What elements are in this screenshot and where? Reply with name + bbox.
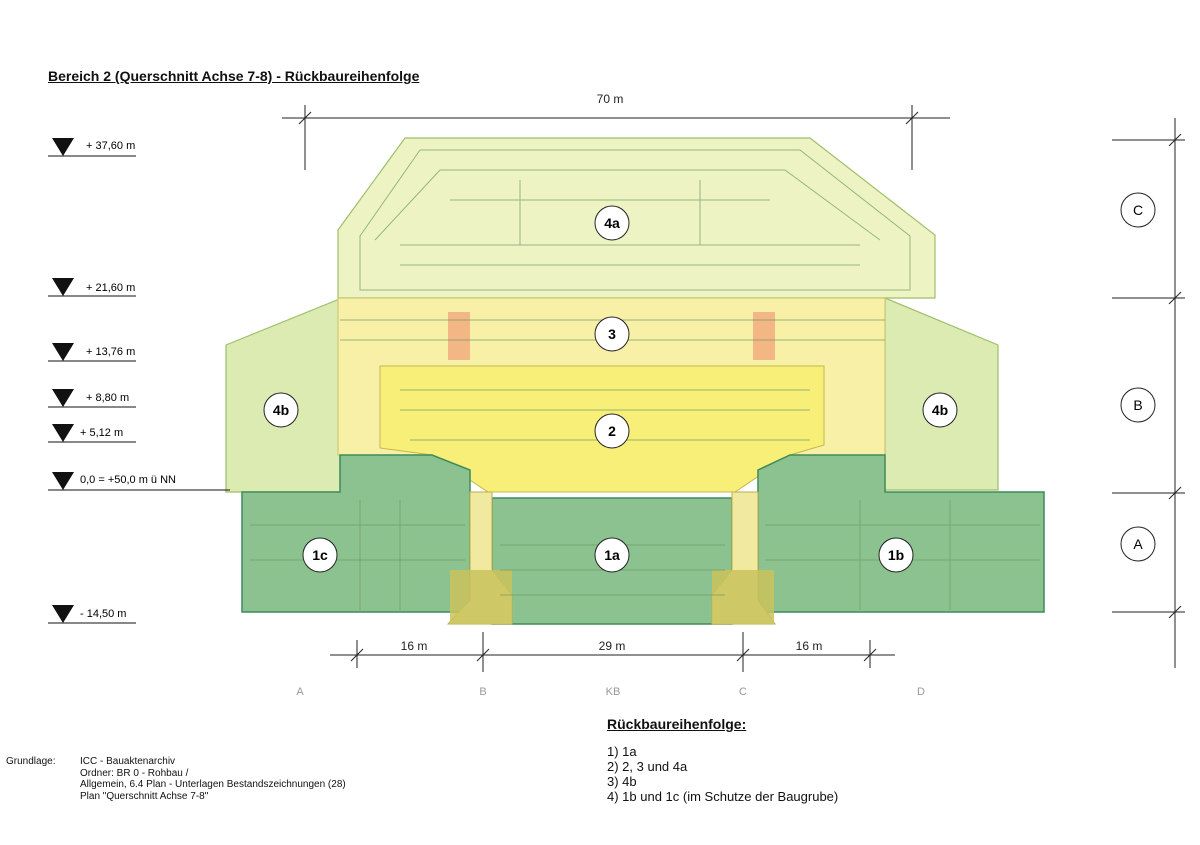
legend-title: Rückbaureihenfolge: <box>607 716 747 732</box>
accent-right <box>753 312 775 360</box>
zone-label-text: 4a <box>604 215 620 231</box>
axis-label-b: B <box>479 686 486 698</box>
support-right-base <box>712 570 774 624</box>
dimension-bottom-left: 16 m <box>401 639 428 653</box>
zone-label-text: 2 <box>608 423 616 439</box>
level-label: 0,0 = +50,0 m ü NN <box>80 474 176 486</box>
support-left-base <box>450 570 512 624</box>
zone-label-text: 4b <box>273 402 289 418</box>
legend-list: 1) 1a 2) 2, 3 und 4a 3) 4b 4) 1b und 1c … <box>607 744 838 804</box>
dimension-bottom-right: 16 m <box>796 639 823 653</box>
zone-label-1b: 1b <box>878 537 914 573</box>
axis-label-kb: KB <box>606 686 621 698</box>
source-lines: ICC - Bauaktenarchiv Ordner: BR 0 - Rohb… <box>80 756 346 802</box>
zone-label-1a: 1a <box>594 537 630 573</box>
level-label: + 5,12 m <box>80 427 123 439</box>
legend-item: 4) 1b und 1c (im Schutze der Baugrube) <box>607 789 839 804</box>
level-triangle-icon <box>52 424 74 442</box>
axis-label-a: A <box>296 686 304 698</box>
section-label: B <box>1133 397 1142 413</box>
level-marker-7: - 14,50 m <box>48 605 136 624</box>
level-marker-2: + 21,60 m <box>48 278 136 297</box>
dimension-top <box>282 105 950 170</box>
axis-label-c: C <box>739 686 747 698</box>
level-triangle-icon <box>52 389 74 407</box>
legend-item: 2) 2, 3 und 4a <box>607 759 688 774</box>
zone-label-text: 3 <box>608 326 616 342</box>
source-line: Plan "Querschnitt Achse 7-8" <box>80 790 209 802</box>
zone-4a-area <box>337 137 936 299</box>
level-markers: + 37,60 m + 21,60 m + 13,76 m + 8,80 m + <box>48 138 230 624</box>
level-label: + 13,76 m <box>86 346 135 358</box>
legend-item: 3) 4b <box>607 774 637 789</box>
zone-label-4b-left: 4b <box>263 392 299 428</box>
source-line: Allgemein, 6.4 Plan - Unterlagen Bestand… <box>80 779 346 790</box>
zone-label-text: 1b <box>888 547 904 563</box>
zone-1c-area <box>241 454 471 613</box>
zone-label-2: 2 <box>594 413 630 449</box>
zone-label-4b-right: 4b <box>922 392 958 428</box>
section-marker-b: B <box>1120 387 1156 423</box>
level-marker-6: 0,0 = +50,0 m ü NN <box>48 472 230 491</box>
level-marker-5: + 5,12 m <box>48 424 136 443</box>
zone-fills <box>225 137 1045 625</box>
section-marker-c: C <box>1120 192 1156 228</box>
source-label: Grundlage: <box>6 756 56 767</box>
level-triangle-icon <box>52 278 74 296</box>
zone-label-4a: 4a <box>594 205 630 241</box>
zone-label-3: 3 <box>594 316 630 352</box>
legend-item: 1) 1a <box>607 744 637 759</box>
section-label: A <box>1133 536 1143 552</box>
structure-lines <box>250 149 1040 610</box>
axis-label-d: D <box>917 686 925 698</box>
level-marker-4: + 8,80 m <box>48 389 136 408</box>
zone-label-text: 1c <box>312 547 328 563</box>
accent-left <box>448 312 470 360</box>
level-label: + 37,60 m <box>86 140 135 152</box>
dimension-bottom <box>330 632 895 672</box>
zone-label-text: 1a <box>604 547 620 563</box>
dimension-top-label: 70 m <box>597 92 624 106</box>
level-marker-1: + 37,60 m <box>48 138 136 157</box>
level-triangle-icon <box>52 605 74 623</box>
zone-label-1c: 1c <box>302 537 338 573</box>
axis-labels: A B KB C D <box>296 686 925 698</box>
page-title: Bereich 2 (Querschnitt Achse 7-8) - Rück… <box>48 68 420 84</box>
section-label: C <box>1133 202 1143 218</box>
level-triangle-icon <box>52 472 74 490</box>
source-line: ICC - Bauaktenarchiv <box>80 756 176 767</box>
zone-label-text: 4b <box>932 402 948 418</box>
level-marker-3: + 13,76 m <box>48 343 136 362</box>
section-marker-a: A <box>1120 526 1156 562</box>
level-label: + 21,60 m <box>86 282 135 294</box>
level-triangle-icon <box>52 138 74 156</box>
level-label: + 8,80 m <box>86 392 129 404</box>
section-scale <box>1112 118 1185 668</box>
level-label: - 14,50 m <box>80 608 126 620</box>
source-line: Ordner: BR 0 - Rohbau / <box>80 767 189 779</box>
dimension-bottom-middle: 29 m <box>599 639 626 653</box>
level-triangle-icon <box>52 343 74 361</box>
